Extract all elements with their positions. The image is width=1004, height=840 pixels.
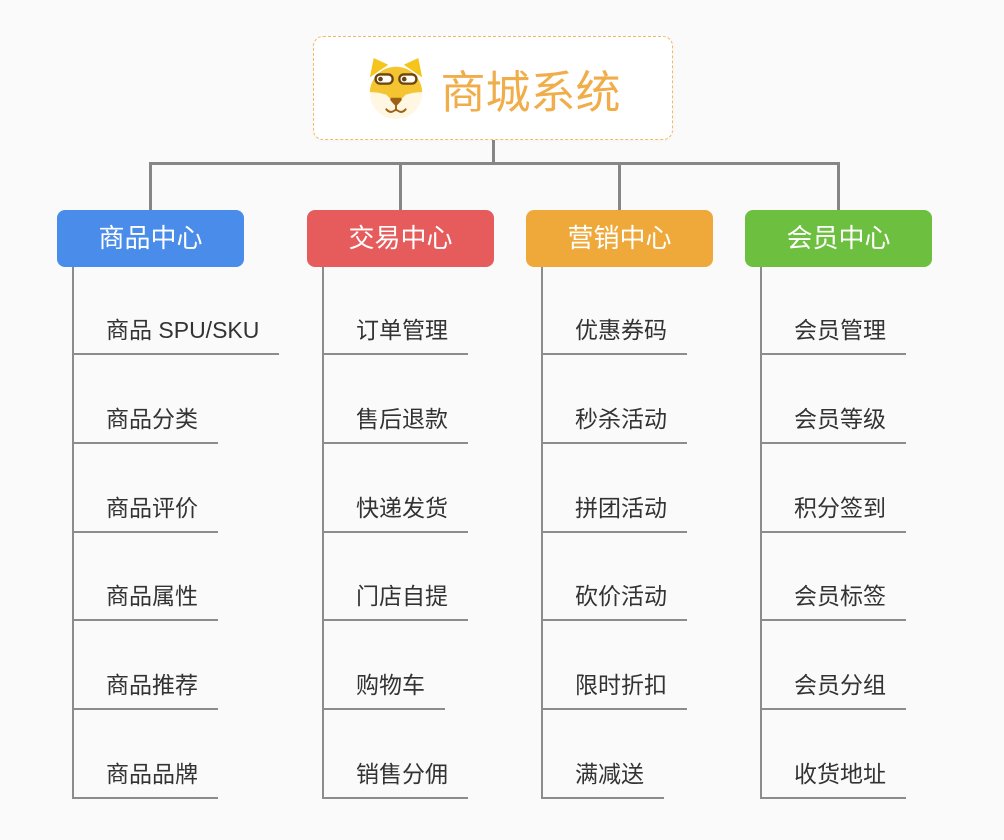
leaf-node[interactable]: 积分签到 [760,491,906,533]
branch-column: 会员中心会员管理会员等级积分签到会员标签会员分组收货地址 [745,162,985,810]
leaf-node[interactable]: 会员等级 [760,402,906,444]
leaf-node[interactable]: 售后退款 [322,402,468,444]
leaf-node[interactable]: 商品 SPU/SKU [72,313,280,355]
leaf-node[interactable]: 拼团活动 [541,491,687,533]
connector-root-vertical [492,139,495,165]
root-title: 商城系统 [440,66,621,118]
leaf-node[interactable]: 商品推荐 [72,668,218,711]
leaf-node[interactable]: 销售分佣 [322,757,468,799]
branch-column: 营销中心优惠券码秒杀活动拼团活动砍价活动限时折扣满减送 [526,162,766,810]
branch-column: 交易中心订单管理售后退款快递发货门店自提购物车销售分佣 [307,162,547,810]
root-node[interactable]: 商城系统 [313,36,673,140]
branch-header-2[interactable]: 营销中心 [526,210,713,267]
leaf-node[interactable]: 快递发货 [322,491,468,533]
branch-column: 商品中心商品 SPU/SKU 商品分类商品评价商品属性商品推荐商品品牌 [57,162,297,810]
leaf-node[interactable]: 会员标签 [760,579,906,622]
leaf-node[interactable]: 满减送 [541,757,664,799]
leaf-node[interactable]: 商品品牌 [72,757,218,799]
leaf-node[interactable]: 限时折扣 [541,668,687,711]
leaf-node[interactable]: 收货地址 [760,757,906,799]
connector-branch-trunk [541,267,543,799]
branch-label: 商品中心 [98,223,203,253]
connector-branch-drop [149,162,152,210]
branch-label: 交易中心 [348,223,453,253]
branch-label: 会员中心 [786,223,891,253]
leaf-node[interactable]: 秒杀活动 [541,402,687,444]
branch-header-0[interactable]: 商品中心 [57,210,244,267]
connector-branch-drop [837,162,840,210]
leaf-node[interactable]: 会员管理 [760,313,906,355]
leaf-node[interactable]: 订单管理 [322,313,468,355]
connector-branch-trunk [760,267,762,799]
leaf-node[interactable]: 商品分类 [72,402,218,444]
connector-branch-drop [399,162,402,210]
leaf-node[interactable]: 商品属性 [72,579,218,622]
branch-header-1[interactable]: 交易中心 [307,210,494,267]
leaf-node[interactable]: 会员分组 [760,668,906,711]
connector-branch-drop [618,162,621,210]
leaf-node[interactable]: 门店自提 [322,579,468,622]
connector-branch-trunk [322,267,324,799]
leaf-node[interactable]: 购物车 [322,668,445,711]
connector-bus [150,162,840,165]
leaf-node[interactable]: 商品评价 [72,491,218,533]
branch-label: 营销中心 [567,223,672,253]
leaf-node[interactable]: 砍价活动 [541,579,687,622]
leaf-node[interactable]: 优惠券码 [541,313,687,355]
shiba-dog-icon [370,57,423,119]
connector-branch-trunk [72,267,74,799]
branch-header-3[interactable]: 会员中心 [745,210,932,267]
